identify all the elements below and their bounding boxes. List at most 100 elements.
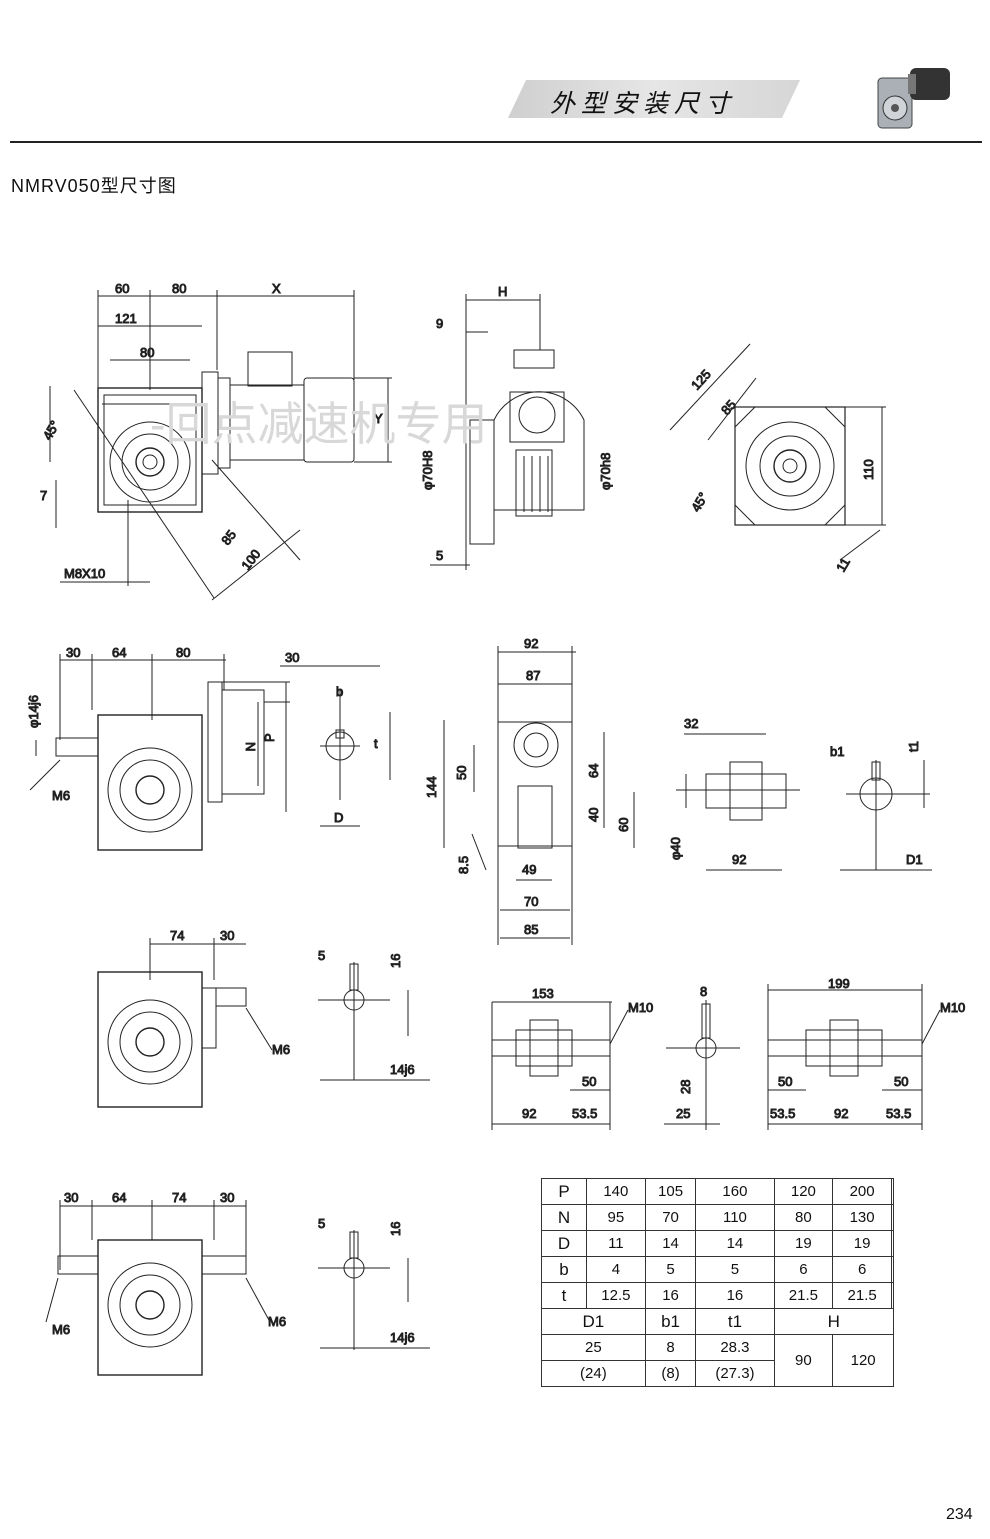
dim-5-output: 5 xyxy=(318,948,325,963)
dim-30: 30 xyxy=(66,645,80,660)
dim-74-double: 74 xyxy=(172,1190,186,1205)
dim-32: 32 xyxy=(684,716,698,731)
section-title: 外型安装尺寸 xyxy=(550,89,737,118)
hollow-header-d1: D1 xyxy=(541,1308,646,1335)
table-row: D 11 14 14 19 19 xyxy=(541,1230,895,1257)
dim-phi70h8-shaft: φ70h8 xyxy=(598,453,613,490)
row-label: b xyxy=(541,1256,587,1283)
section-banner xyxy=(508,80,800,118)
dim-b: b xyxy=(336,684,343,699)
table-cell: 12.5 xyxy=(586,1282,646,1309)
shaft-section xyxy=(280,665,391,827)
dim-92-double: 92 xyxy=(834,1106,848,1121)
dim-16: 16 xyxy=(388,954,403,968)
dim-m10: M10 xyxy=(628,1000,653,1015)
table-cell: 140 xyxy=(586,1178,646,1205)
table-row: D1 b1 t1 H xyxy=(541,1308,895,1335)
table-cell: 200 xyxy=(832,1178,892,1205)
table-cell xyxy=(890,1282,895,1309)
gearbox-photo-icon xyxy=(877,68,950,129)
dim-50-double-right: 50 xyxy=(894,1074,908,1089)
row-label: N xyxy=(541,1204,587,1231)
table-cell: 14 xyxy=(644,1230,697,1257)
dim-phi14j6: φ14j6 xyxy=(26,695,41,728)
dim-92-hollow: 92 xyxy=(732,852,746,867)
table-cell: 11 xyxy=(586,1230,646,1257)
dim-7: 7 xyxy=(40,488,47,503)
dim-121: 121 xyxy=(115,311,137,326)
dim-45-flange: 45° xyxy=(688,490,711,515)
dim-64: 64 xyxy=(112,645,126,660)
table-cell: 8 xyxy=(644,1334,697,1361)
dim-5: 5 xyxy=(436,548,443,563)
double-section xyxy=(318,1230,430,1350)
hollow-header-h: H xyxy=(773,1308,895,1335)
row-label: t xyxy=(541,1282,587,1309)
table-cell: 16 xyxy=(644,1282,697,1309)
double-shaft xyxy=(767,984,941,1130)
table-cell: 120 xyxy=(832,1334,894,1387)
dim-11: 11 xyxy=(833,555,853,574)
table-row: t 12.5 16 16 21.5 21.5 xyxy=(541,1282,895,1309)
dim-74: 74 xyxy=(170,928,184,943)
table-cell: 90 xyxy=(773,1334,834,1387)
table-cell: 5 xyxy=(695,1256,775,1283)
table-cell: 4 xyxy=(586,1256,646,1283)
dim-80-input: 80 xyxy=(176,645,190,660)
table-cell: 21.5 xyxy=(773,1282,834,1309)
table-cell: 110 xyxy=(695,1204,775,1231)
dim-14j6: 14j6 xyxy=(390,1062,415,1077)
dim-t1: t1 xyxy=(906,741,921,752)
dim-144: 144 xyxy=(424,776,439,798)
table-row: b 4 5 5 6 6 xyxy=(541,1256,895,1283)
hollow-section xyxy=(840,760,932,871)
table-cell: 120 xyxy=(773,1178,834,1205)
hollow-shaft xyxy=(676,733,800,871)
dim-14j6-double: 14j6 xyxy=(390,1330,415,1345)
table-row: (24) (8) (27.3) xyxy=(541,1360,894,1387)
table-cell: 95 xyxy=(586,1204,646,1231)
dim-x: X xyxy=(272,281,281,296)
table-cell: 14 xyxy=(695,1230,775,1257)
double-view xyxy=(45,1200,271,1376)
side-view xyxy=(430,294,585,570)
table-cell xyxy=(890,1230,895,1257)
dim-199: 199 xyxy=(828,976,850,991)
table-cell: (8) xyxy=(644,1360,697,1387)
dim-16-double: 16 xyxy=(388,1222,403,1236)
table-cell xyxy=(890,1204,895,1231)
dim-64-double: 64 xyxy=(112,1190,126,1205)
dim-d1: D1 xyxy=(906,852,923,867)
dim-45: 45° xyxy=(40,418,63,443)
hollow-header-b1: b1 xyxy=(644,1308,697,1335)
dim-28: 28 xyxy=(678,1080,693,1094)
row-label: D xyxy=(541,1230,587,1257)
table-cell: (27.3) xyxy=(695,1360,775,1387)
dim-b1: b1 xyxy=(830,744,844,759)
dim-25: 25 xyxy=(676,1106,690,1121)
dim-85-flange: 85 xyxy=(718,397,739,418)
dim-40: 40 xyxy=(586,808,601,822)
dim-53-5-single: 53.5 xyxy=(572,1106,597,1121)
table-cell: 160 xyxy=(695,1178,775,1205)
header-rule xyxy=(10,141,982,143)
dim-53-5-double-right: 53.5 xyxy=(886,1106,911,1121)
output-shaft-view xyxy=(97,938,273,1108)
dim-50: 50 xyxy=(454,766,469,780)
dim-5-double: 5 xyxy=(318,1216,325,1231)
output-section xyxy=(318,962,430,1081)
dim-50-double-left: 50 xyxy=(778,1074,792,1089)
table-cell: 80 xyxy=(773,1204,834,1231)
table-cell: 19 xyxy=(832,1230,892,1257)
table-cell xyxy=(890,1178,895,1205)
dim-p: P xyxy=(262,733,277,742)
dim-t: t xyxy=(374,736,378,751)
dim-m6-double-left: M6 xyxy=(52,1322,70,1337)
dim-n: N xyxy=(243,742,258,751)
dim-60: 60 xyxy=(616,818,631,832)
dim-m10-double: M10 xyxy=(940,1000,965,1015)
table-cell: 25 xyxy=(541,1334,646,1361)
dim-m6: M6 xyxy=(52,788,70,803)
dim-80: 80 xyxy=(172,281,186,296)
dim-30-double-right: 30 xyxy=(220,1190,234,1205)
